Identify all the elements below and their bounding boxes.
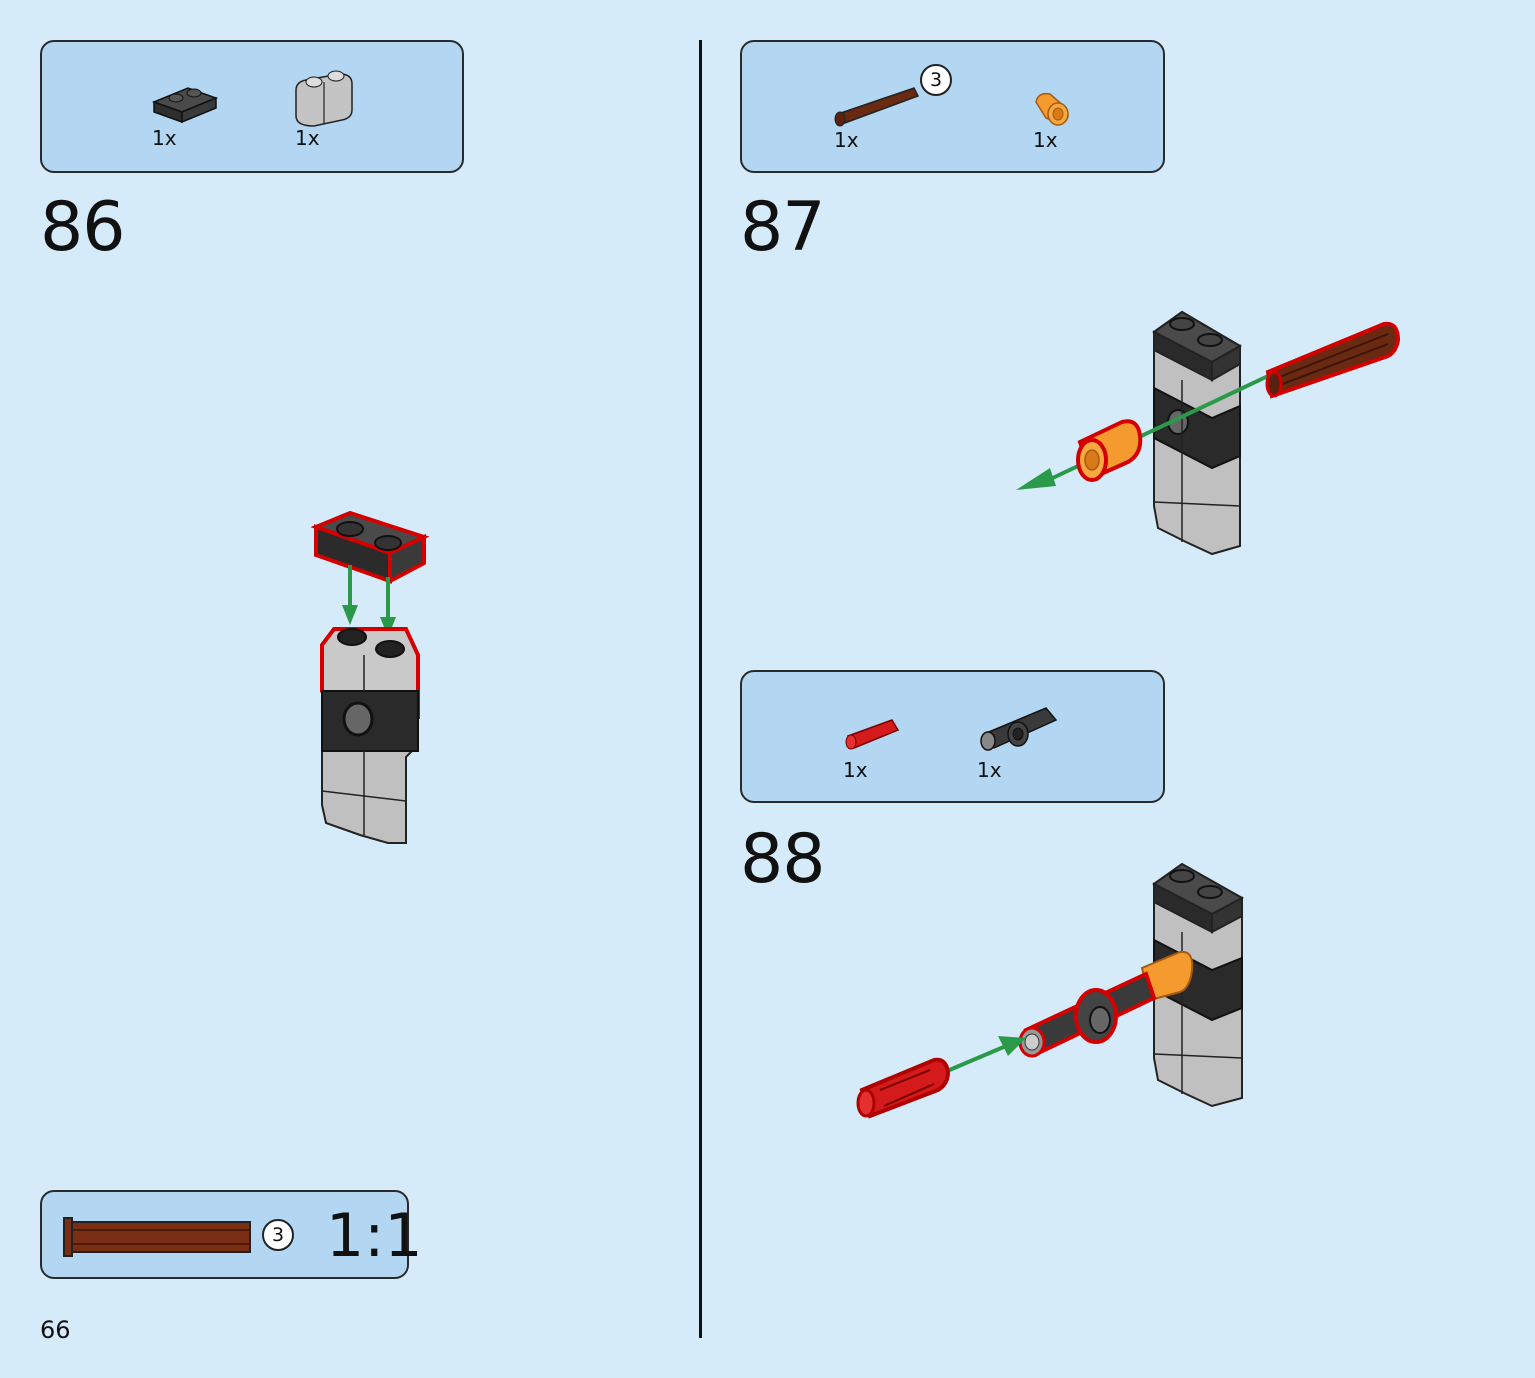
part-qty: 1x [152,126,177,150]
part-qty: 1x [295,126,320,150]
dark-gray-connector-icon [980,707,1058,751]
length-badge: 3 [262,1219,294,1251]
red-pin-icon [845,719,900,750]
part-qty: 1x [834,128,859,152]
step-88-illustration [856,862,1245,1119]
scale-reference-box: 3 1:1 [40,1190,423,1279]
orange-bush-icon [1035,92,1069,126]
parts-list-86: 1x 1x [40,40,464,173]
part-qty: 1x [1033,128,1058,152]
parts-list-88: 1x 1x [740,670,1165,803]
light-gray-brick-icon [295,70,353,127]
brown-axle-icon [834,87,920,127]
step-number-87: 87 [740,188,826,267]
step-86-illustration [310,510,430,844]
dark-gray-plate-icon [151,87,219,124]
parts-list-87: 3 1x 1x [740,40,1165,173]
length-badge: 3 [920,64,952,96]
step-87-illustration [1016,310,1401,556]
part-qty: 1x [843,758,868,782]
step-number-88: 88 [740,820,826,899]
part-qty: 1x [977,758,1002,782]
step-number-86: 86 [40,188,126,267]
scale-ratio: 1:1 [326,1201,423,1271]
page-number: 66 [40,1316,71,1344]
page-divider [699,40,702,1338]
axle-scale-icon [63,1217,251,1257]
